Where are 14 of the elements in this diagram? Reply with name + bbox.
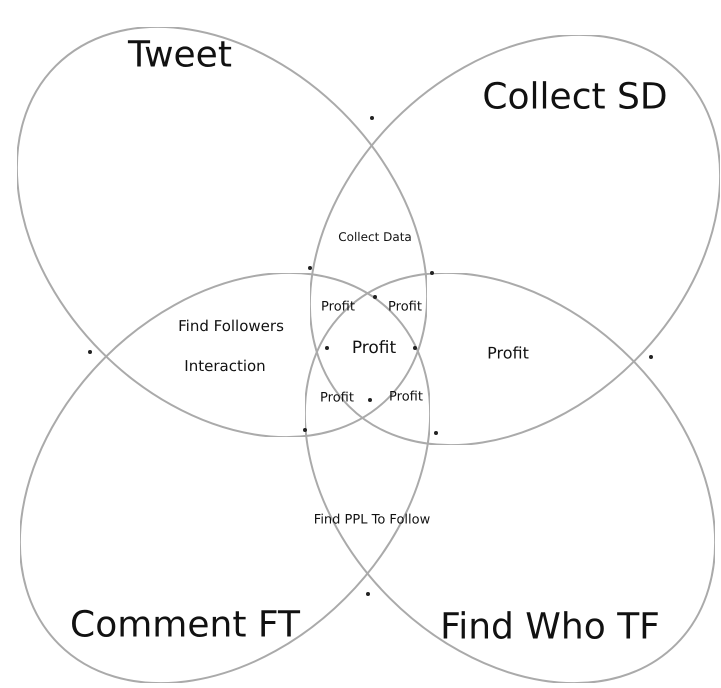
- region-label: Profit: [388, 300, 422, 314]
- region-label: Collect Data: [338, 230, 412, 244]
- region-label: Find PPL To Follow: [314, 512, 430, 528]
- region-label: Profit: [389, 390, 423, 404]
- region-label: Profit: [320, 390, 354, 406]
- region-label: Find Followers: [178, 317, 284, 335]
- set-title: Tweet: [128, 34, 232, 76]
- set-title: Comment FT: [70, 604, 300, 646]
- set-title: Collect SD: [482, 76, 668, 118]
- set-title: Find Who TF: [440, 606, 660, 648]
- region-label: Profit: [352, 338, 396, 358]
- region-label: Profit: [487, 344, 529, 362]
- region-label: Interaction: [184, 357, 266, 375]
- region-label: Profit: [321, 300, 355, 314]
